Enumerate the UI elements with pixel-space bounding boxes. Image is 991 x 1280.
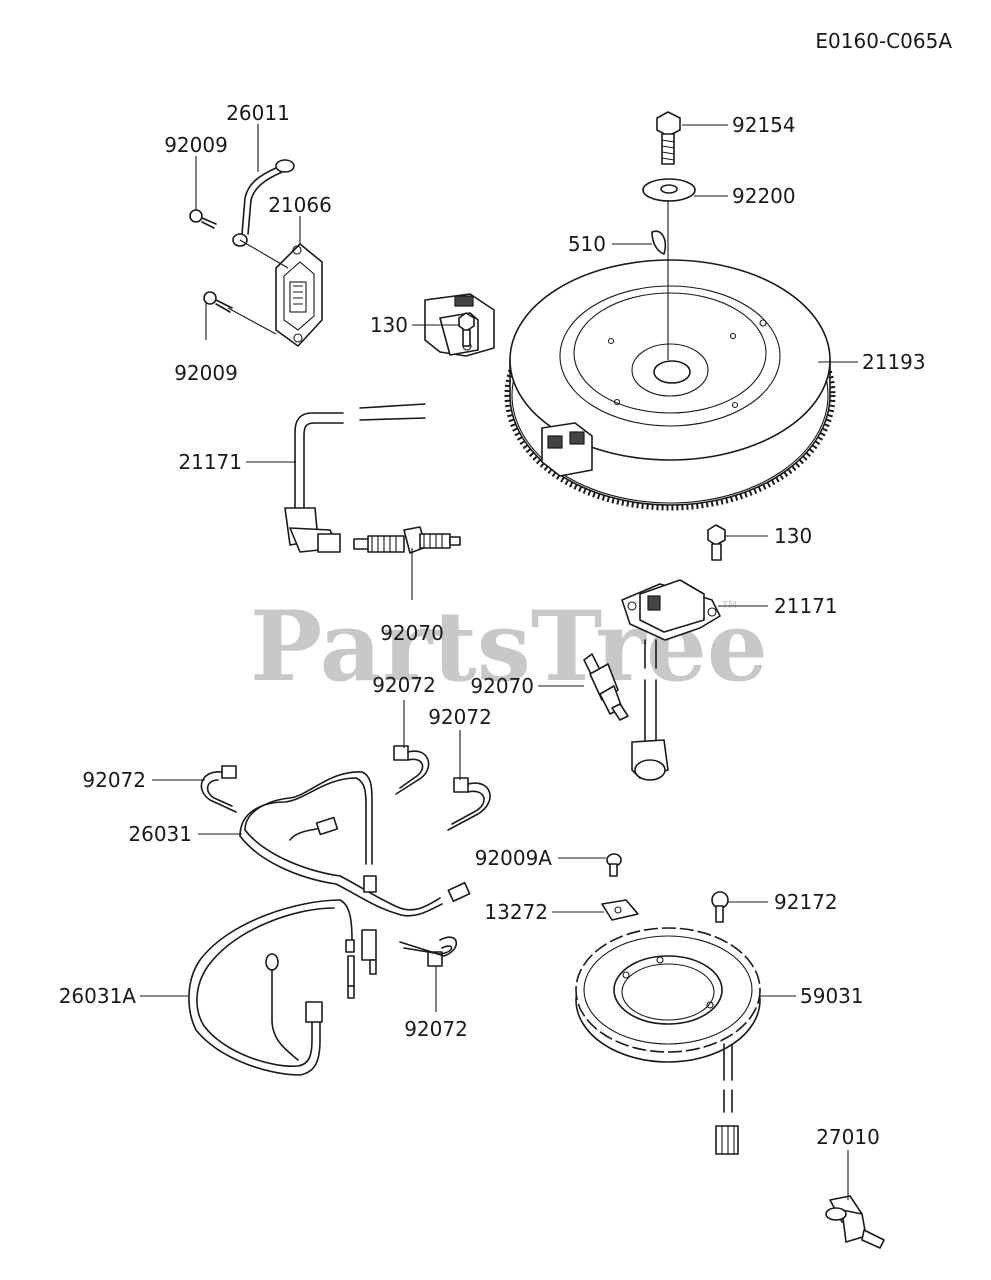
callout-26031A: 26031A <box>59 984 137 1008</box>
callout-92009A: 92009A <box>475 846 553 870</box>
wire-harness-a <box>188 899 355 1076</box>
clamp-92072-mid1 <box>393 745 430 795</box>
callout-13272: 13272 <box>484 900 548 924</box>
callout-92072-mid2: 92072 <box>428 705 492 729</box>
callout-92072-left: 92072 <box>82 768 146 792</box>
wire-harness <box>239 771 471 975</box>
callout-26011: 26011 <box>226 101 290 125</box>
screw-92009A <box>606 853 622 877</box>
clamp-92072-left <box>200 765 237 813</box>
callout-27010: 27010 <box>816 1125 880 1149</box>
screw-92009-lower <box>203 291 233 313</box>
coil-bolt-upper <box>458 312 475 347</box>
callout-92072-mid1: 92072 <box>372 673 436 697</box>
callout-92200: 92200 <box>732 184 796 208</box>
screw-92009-upper <box>189 209 217 229</box>
callout-21193: 21193 <box>862 350 926 374</box>
callout-92172: 92172 <box>774 890 838 914</box>
callout-21171-upper: 21171 <box>178 450 242 474</box>
callout-21066: 21066 <box>268 193 332 217</box>
callout-130-lower: 130 <box>774 524 812 548</box>
callout-92070-upper: 92070 <box>380 621 444 645</box>
callout-26031: 26031 <box>128 822 192 846</box>
clamp-92072-mid2 <box>447 777 491 831</box>
callout-92009-upper: 92009 <box>164 133 228 157</box>
callout-92070-lower: 92070 <box>470 674 534 698</box>
callout-21171-lower: 21171 <box>774 594 838 618</box>
flywheel-key <box>651 230 667 255</box>
callout-92154: 92154 <box>732 113 796 137</box>
callout-130-upper: 130 <box>370 313 408 337</box>
callout-92072-low: 92072 <box>404 1017 468 1041</box>
callout-510: 510 <box>568 232 606 256</box>
flywheel <box>504 259 836 511</box>
clamp-92072-low <box>399 936 458 967</box>
flywheel-washer <box>642 178 696 202</box>
ignition-coil-lower <box>621 579 721 781</box>
spark-plug-upper <box>353 526 461 554</box>
regulator <box>275 243 323 347</box>
flywheel-bolt <box>656 111 681 165</box>
coil-bolt-lower <box>707 524 726 561</box>
stator-screw <box>711 891 729 923</box>
callout-labels: 26011 92009 21066 92009 130 21171 92070 … <box>59 101 926 1149</box>
leader-lines <box>140 124 858 1200</box>
stator <box>575 927 761 1155</box>
callout-59031: 59031 <box>800 984 864 1008</box>
diagram-code: E0160-C065A <box>815 29 952 53</box>
spark-plug-lower <box>583 653 629 721</box>
oil-pressure-switch <box>825 1195 885 1249</box>
plate-13272 <box>601 899 639 921</box>
callout-92009-lower: 92009 <box>174 361 238 385</box>
